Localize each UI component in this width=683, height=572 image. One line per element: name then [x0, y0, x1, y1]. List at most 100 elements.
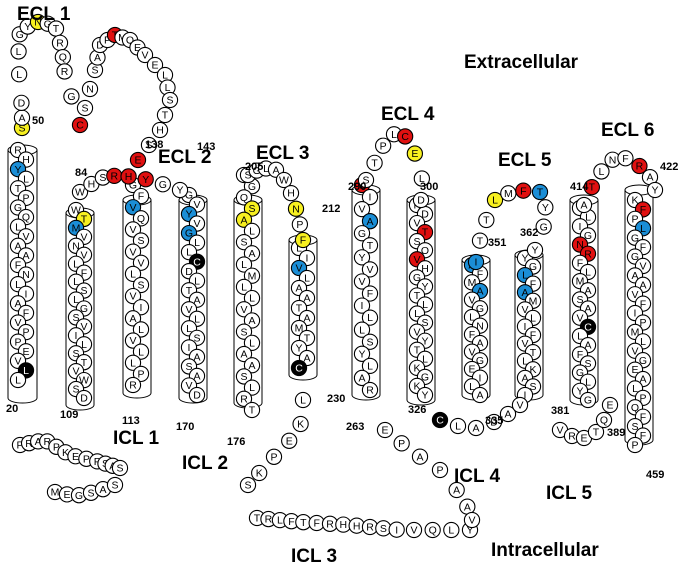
residue-E: E [406, 145, 424, 162]
residue-bead [431, 461, 449, 479]
residue-letter: H [125, 171, 133, 183]
residue-bead [265, 448, 283, 465]
residue-V: V [463, 511, 481, 529]
residue-letter: V [137, 257, 144, 269]
residue-P: P [132, 365, 150, 383]
residue-bead [361, 213, 379, 230]
residue-letter: V [639, 261, 646, 273]
residue-letter: D [96, 40, 104, 52]
residue-letter: G [44, 18, 52, 30]
residue-letter: A [193, 294, 200, 306]
residue-letter: F [300, 235, 306, 247]
residue-bead [235, 323, 253, 340]
residue-L: L [413, 170, 431, 187]
residue-bead [291, 216, 309, 233]
residue-letter: A [639, 279, 646, 291]
residue-V: V [361, 261, 379, 278]
residue-letter: G [576, 367, 584, 379]
residue-letter: Q [126, 35, 134, 47]
residue-bead [353, 345, 371, 362]
residue-bead [56, 63, 73, 80]
residue-bead [405, 521, 423, 539]
residue-bead [376, 421, 394, 439]
residue-bead [243, 222, 261, 240]
residue-letter: P [639, 317, 646, 329]
residue-letter: G [67, 91, 75, 103]
residue-letter: R [636, 161, 644, 173]
residue-letter: Q [429, 525, 437, 537]
residue-bead [361, 309, 379, 326]
residue-letter: T [304, 333, 311, 345]
residue-R: R [235, 390, 253, 407]
residue-letter: M [529, 295, 538, 307]
residue-bead [10, 43, 27, 60]
residue-R: R [361, 381, 379, 399]
residue-D: D [412, 191, 430, 209]
residue-bead [171, 181, 189, 199]
residue-letter: L [73, 276, 79, 288]
residue-letter: E [134, 155, 141, 167]
residue-letter: E [72, 451, 79, 463]
residue-letter: A [14, 298, 21, 310]
residue-A: A [243, 245, 261, 262]
residue-letter: N [609, 154, 617, 166]
residue-L: L [486, 191, 504, 209]
residue-letter: R [326, 518, 334, 530]
residue-bead [13, 94, 30, 112]
residue-letter: L [249, 382, 255, 394]
residue-L: L [294, 391, 312, 409]
residue-letter: E [468, 364, 475, 376]
residue-letter: M [631, 327, 640, 339]
residue-A: A [575, 196, 593, 214]
residue-letter: G [75, 490, 83, 502]
residue-T: T [156, 106, 174, 124]
residue-letter: V [521, 338, 528, 350]
residue-letter: L [300, 395, 306, 407]
residue-V: V [132, 254, 150, 271]
residue-letter: A [248, 315, 255, 327]
residue-bead [124, 287, 142, 305]
residue-bead [515, 182, 532, 199]
residue-L: L [361, 357, 379, 375]
residue-G: G [535, 218, 552, 235]
position-marker: 335 [485, 415, 503, 427]
residue-L: L [449, 417, 467, 435]
residue-I: I [353, 297, 371, 314]
residue-T: T [361, 237, 379, 254]
residue-letter: A [94, 52, 101, 64]
residue-letter: A [18, 112, 25, 124]
residue-letter: V [413, 326, 420, 338]
tm-helix-cylinders [7, 144, 654, 446]
residue-letter: Y [185, 209, 192, 221]
residue-letter: P [270, 451, 277, 463]
residue-letter: A [476, 390, 483, 402]
residue-letter: A [248, 248, 255, 260]
residue-letter: D [18, 97, 26, 109]
residue-letter: S [584, 358, 591, 370]
residue-letter: L [15, 375, 21, 387]
residue-letter: S [380, 523, 387, 535]
residue-bead [275, 171, 293, 189]
residue-A: A [448, 481, 465, 499]
residue-bead [467, 419, 485, 437]
residue-bead [146, 56, 164, 74]
residue-letter: A [580, 200, 587, 212]
residue-letter: Y [421, 281, 428, 293]
residue-letter: K [413, 381, 420, 393]
residue-bead [587, 423, 605, 441]
residue-R: R [631, 157, 648, 175]
residue-bead [235, 345, 253, 363]
residue-letter: I [524, 390, 527, 402]
residue-letter: V [129, 335, 136, 347]
residue-bead [251, 464, 268, 482]
residue-letter: W [71, 205, 81, 217]
residue-A: A [353, 369, 371, 387]
residue-bead [353, 369, 371, 387]
residue-letter: L [138, 324, 144, 336]
residue-letter: Q [22, 212, 30, 224]
residue-letter: T [186, 285, 193, 297]
residue-letter: S [91, 65, 98, 77]
residue-bead [243, 357, 261, 374]
helix-bottom [122, 392, 152, 399]
